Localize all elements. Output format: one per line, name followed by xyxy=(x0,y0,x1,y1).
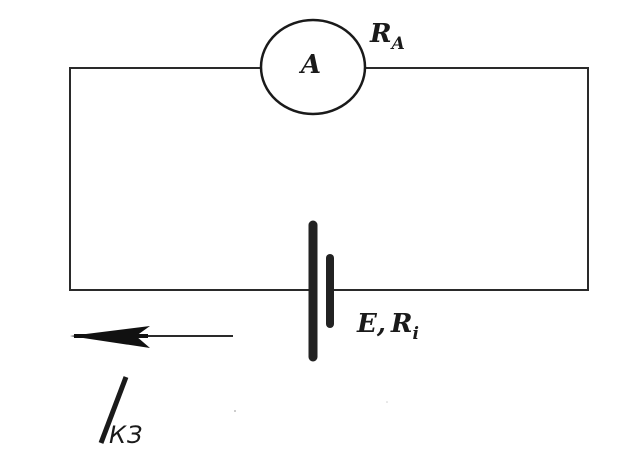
ammeter-resistance-main: R xyxy=(369,19,392,49)
scan-speck xyxy=(234,410,236,412)
scan-speck xyxy=(386,401,388,403)
source-resistance-main: R xyxy=(390,309,413,339)
current-arrow xyxy=(70,326,233,348)
ammeter-circle xyxy=(259,18,367,116)
current-label-stroke xyxy=(98,376,129,444)
circuit-wires xyxy=(69,67,589,291)
source-separator: , xyxy=(376,309,386,339)
ammeter-symbol: A xyxy=(298,50,321,80)
ammeter-resistance-sub: A xyxy=(390,34,405,54)
source-label: E,Ri xyxy=(356,309,419,344)
ammeter-resistance-label: RA xyxy=(369,19,405,54)
current-label-main: I xyxy=(0,0,1,1)
ammeter: A xyxy=(259,18,367,116)
current-label-sub: КЗ xyxy=(109,421,143,449)
source-resistance-sub: i xyxy=(413,324,419,344)
battery xyxy=(308,220,334,362)
source-emf: E xyxy=(356,309,378,339)
current-label: I КЗ xyxy=(0,0,143,449)
